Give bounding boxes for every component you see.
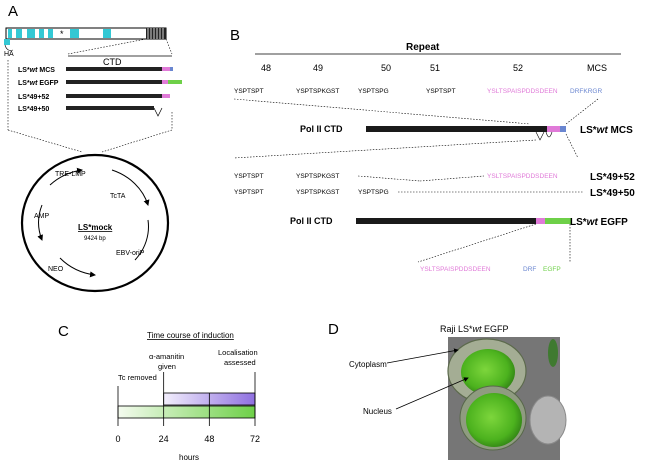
- seq-51: YSPTSPT: [426, 88, 456, 95]
- tick-label-24: 24: [159, 434, 169, 444]
- panel-d-letter: D: [328, 321, 339, 338]
- hours-label: hours: [179, 453, 199, 462]
- repeat-mcs: MCS: [587, 63, 607, 73]
- svg-text:LS*wt EGFP: LS*wt EGFP: [18, 80, 59, 87]
- star-marker: *: [60, 29, 64, 39]
- feature-ebv-orip: EBV-oriP: [116, 250, 145, 257]
- seq-52: YSLTSPAISPDDSDEEN: [487, 88, 558, 95]
- amanitin-label-1: α-amanitin: [149, 352, 184, 361]
- induction-bar: [117, 405, 256, 419]
- micrograph-title: Raji LS*wt EGFP: [440, 324, 509, 334]
- seq-4950-48: YSPTSPT: [234, 189, 264, 196]
- repeat-49: 49: [313, 63, 323, 73]
- plasmid-map: TRE-LMP TcTA AMP EBV-oriP NEO LS*mock 94…: [20, 153, 170, 293]
- seq-egfp-egfp: EGFP: [543, 266, 561, 273]
- micrograph: [447, 337, 567, 460]
- nucleus-label: Nucleus: [363, 407, 392, 416]
- label-ls-wt-mcs: LS*wt MCS: [580, 125, 633, 136]
- tick-label-48: 48: [204, 434, 214, 444]
- seq-48: YSPTSPT: [234, 88, 264, 95]
- ctd-label: CTD: [103, 57, 122, 67]
- seq-mcs: DRFKRGR: [570, 88, 602, 95]
- pol-ii-ctd-label-1: Pol II CTD: [300, 124, 343, 134]
- seq-50: YSPTSPG: [358, 88, 389, 95]
- repeat-48: 48: [261, 63, 271, 73]
- feature-tcta: TcTA: [110, 193, 126, 200]
- feature-amp: AMP: [34, 213, 50, 220]
- localisation-label-2: assessed: [224, 358, 256, 367]
- construct-49-50: LS*49+50: [18, 106, 163, 117]
- label-ls-wt-egfp: LS*wt EGFP: [570, 217, 628, 228]
- feature-tre-lmp: TRE-LMP: [55, 171, 86, 178]
- ctd-mcs-bar: Pol II CTD LS*wt MCS: [300, 124, 633, 136]
- construct-egfp: LS*wt EGFP: [18, 80, 182, 87]
- svg-text:LS*49+52: LS*49+52: [18, 94, 49, 101]
- cytoplasm-pointer: [386, 348, 459, 364]
- seq-egfp-52: YSLTSPAISPDDSDEEN: [420, 266, 491, 273]
- repeat-50: 50: [381, 63, 391, 73]
- construct-mcs: LS*wt MCS: [18, 67, 173, 74]
- seq-egfp-drf: DRF: [523, 266, 536, 273]
- gene-map: *: [5, 27, 167, 40]
- seq-4952-49: YSPTSPKGST: [296, 173, 339, 180]
- panel-b-letter: B: [230, 27, 240, 44]
- panel-a-letter: A: [8, 3, 18, 20]
- repeat-51: 51: [430, 63, 440, 73]
- feature-neo: NEO: [48, 266, 64, 273]
- repeat-title: Repeat: [406, 42, 440, 53]
- seq-49: YSPTSPKGST: [296, 88, 339, 95]
- seq-4952-52: YSLTSPAISPDDSDEEN: [487, 173, 558, 180]
- nucleus-pointer: [395, 377, 469, 410]
- plasmid-size: 9424 bp: [84, 236, 106, 242]
- repeat-52: 52: [513, 63, 523, 73]
- svg-text:LS*49+50: LS*49+50: [18, 106, 49, 113]
- ha-label: HA: [4, 51, 14, 58]
- amanitin-label-2: given: [158, 362, 176, 371]
- panel-c-letter: C: [58, 323, 69, 340]
- plasmid-name: LS*mock: [78, 223, 113, 232]
- svg-text:LS*wt MCS: LS*wt MCS: [18, 67, 55, 74]
- tick-label-72: 72: [250, 434, 260, 444]
- tc-removed-label: Tc removed: [118, 373, 157, 382]
- seq-4952-48: YSPTSPT: [234, 173, 264, 180]
- time-course-title: Time course of induction: [147, 331, 234, 340]
- label-ls-49-52: LS*49+52: [590, 172, 635, 183]
- ctd-egfp-bar: Pol II CTD LS*wt EGFP: [290, 216, 628, 228]
- cytoplasm-label: Cytoplasm: [349, 360, 387, 369]
- timeline: 0 24 48 72: [116, 372, 260, 444]
- tick-label-0: 0: [116, 434, 121, 444]
- localisation-label-1: Localisation: [218, 348, 258, 357]
- construct-49-52: LS*49+52: [18, 94, 170, 101]
- seq-4950-49: YSPTSPKGST: [296, 189, 339, 196]
- label-ls-49-50: LS*49+50: [590, 188, 635, 199]
- pol-ii-ctd-label-2: Pol II CTD: [290, 216, 333, 226]
- seq-4950-50: YSPTSPG: [358, 189, 389, 196]
- ha-tag: HA: [4, 39, 14, 58]
